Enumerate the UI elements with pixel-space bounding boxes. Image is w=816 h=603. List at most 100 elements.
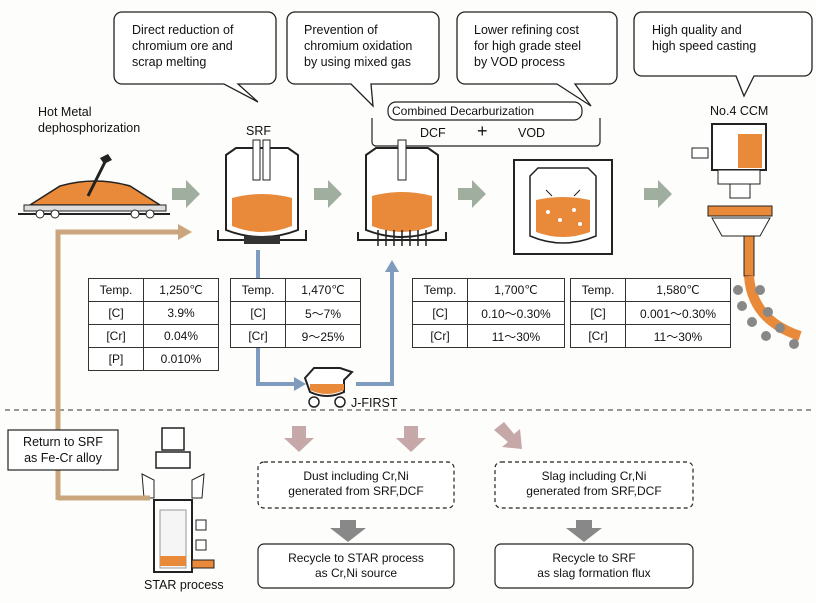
recycle-star-line: Recycle to STAR process (288, 551, 424, 565)
slag-line: generated from SRF,DCF (526, 484, 662, 498)
table-cell: 5～7% (285, 301, 361, 325)
vod-label: VOD (518, 126, 546, 140)
table-cell: Temp. (88, 278, 144, 302)
arrow-3 (458, 180, 486, 208)
recycle-arrows (330, 520, 602, 542)
table-row: [C]0.001～0.30% (570, 301, 731, 325)
table-srf: Temp.1,470℃ [C]5～7% [Cr]9～25% (230, 278, 361, 348)
srf-label: SRF (246, 124, 271, 138)
table-cell: 1,250℃ (143, 278, 219, 302)
combined-title: Combined Decarburization (392, 104, 535, 118)
table-cell: 11～30% (467, 324, 565, 348)
recycle-srf-box: Recycle to SRF as slag formation flux (497, 551, 691, 581)
return-line: Return to SRF (23, 435, 103, 449)
callout-bubble-3 (456, 11, 618, 107)
table-row: [Cr]11～30% (412, 324, 565, 348)
table-ccm: Temp.1,580℃ [C]0.001～0.30% [Cr]11～30% (570, 278, 731, 348)
callout-3-line: Lower refining cost (474, 23, 579, 37)
star-process-label: STAR process (144, 578, 224, 592)
recycle-srf-line: as slag formation flux (537, 566, 651, 580)
dcf-vessel-icon (357, 139, 447, 246)
table-cell: 0.010% (143, 347, 219, 371)
return-box-frame (7, 429, 119, 471)
j-first-label: J-FIRST (351, 396, 398, 410)
callout-2: Prevention of chromium oxidation by usin… (300, 22, 416, 70)
table-cell: 0.10～0.30% (467, 301, 565, 325)
callout-bubble-4 (633, 11, 813, 98)
table-cell: Temp. (412, 278, 468, 302)
combined-bracket (371, 118, 601, 147)
hot-metal-label: Hot Metal dephosphorization (38, 104, 140, 136)
dust-line: Dust including Cr,Ni (303, 469, 409, 483)
recycle-star-box: Recycle to STAR process as Cr,Ni source (260, 551, 452, 581)
table-cell: 3.9% (143, 301, 219, 325)
table-cell: [Cr] (412, 324, 468, 348)
callout-2-line: chromium oxidation (304, 39, 413, 53)
arrow-1 (172, 180, 200, 208)
return-line: as Fe-Cr alloy (24, 451, 102, 465)
slag-box-frame (494, 461, 694, 509)
table-cell: 1,700℃ (467, 278, 565, 302)
table-row: [Cr]0.04% (88, 324, 219, 348)
recycle-star-frame (257, 543, 455, 589)
ccm-machine-icon (691, 123, 802, 349)
callout-1-line: scrap melting (132, 55, 207, 69)
table-cell: [Cr] (230, 324, 286, 348)
table-hot-metal: Temp.1,250℃ [C]3.9% [Cr]0.04% [P]0.010% (88, 278, 219, 371)
j-first-vessel-icon (303, 367, 354, 408)
callout-3-line: by VOD process (474, 55, 566, 69)
star-furnace-icon (141, 427, 215, 573)
table-row: [C]0.10～0.30% (412, 301, 565, 325)
table-row: Temp.1,700℃ (412, 278, 565, 302)
callout-1-line: Direct reduction of (132, 23, 234, 37)
table-cell: 0.001～0.30% (625, 301, 731, 325)
callout-1-line: chromium ore and (132, 39, 233, 53)
table-row: Temp.1,470℃ (230, 278, 361, 302)
arrow-2 (314, 180, 342, 208)
dcf-label: DCF (420, 126, 446, 140)
table-cell: 0.04% (143, 324, 219, 348)
down-arrows (284, 422, 522, 452)
vod-vessel-icon (513, 159, 613, 255)
table-cell: Temp. (230, 278, 286, 302)
slag-line: Slag including Cr,Ni (541, 469, 647, 483)
callout-2-line: by using mixed gas (304, 55, 412, 69)
callout-4-line: High quality and (652, 23, 742, 37)
table-cell: 1,470℃ (285, 278, 361, 302)
table-row: [C]5～7% (230, 301, 361, 325)
plus-label: + (477, 121, 488, 141)
table-row: [C]3.9% (88, 301, 219, 325)
table-dcf-vod: Temp.1,700℃ [C]0.10～0.30% [Cr]11～30% (412, 278, 565, 348)
table-cell: [Cr] (570, 324, 626, 348)
srf-vessel-icon (217, 139, 307, 244)
callout-bubble-1 (113, 11, 277, 103)
table-cell: [C] (230, 301, 286, 325)
table-cell: [Cr] (88, 324, 144, 348)
dust-box-frame (257, 461, 455, 509)
hot-metal-line: Hot Metal (38, 105, 92, 119)
callout-bubbles (113, 11, 813, 108)
slag-box: Slag including Cr,Ni generated from SRF,… (497, 469, 691, 499)
table-cell: 11～30% (625, 324, 731, 348)
callout-4: High quality and high speed casting (648, 22, 760, 54)
callout-1: Direct reduction of chromium ore and scr… (128, 22, 237, 70)
return-arrow (55, 229, 180, 500)
recycle-srf-line: Recycle to SRF (552, 551, 636, 565)
hot-metal-line: dephosphorization (38, 121, 141, 135)
torpedo-car-icon (18, 154, 170, 219)
table-row: Temp.1,250℃ (88, 278, 219, 302)
callout-4-line: high speed casting (652, 39, 757, 53)
return-box: Return to SRF as Fe-Cr alloy (10, 434, 116, 466)
table-cell: [C] (88, 301, 144, 325)
from-jfirst-arrow (356, 270, 394, 386)
table-cell: 1,580℃ (625, 278, 731, 302)
recycle-srf-frame (494, 543, 694, 589)
dust-line: generated from SRF,DCF (288, 484, 424, 498)
dust-box: Dust including Cr,Ni generated from SRF,… (260, 469, 452, 499)
table-row: Temp.1,580℃ (570, 278, 731, 302)
table-cell: [C] (412, 301, 468, 325)
combined-title-frame (387, 101, 583, 121)
table-cell: Temp. (570, 278, 626, 302)
callout-3: Lower refining cost for high grade steel… (470, 22, 585, 70)
